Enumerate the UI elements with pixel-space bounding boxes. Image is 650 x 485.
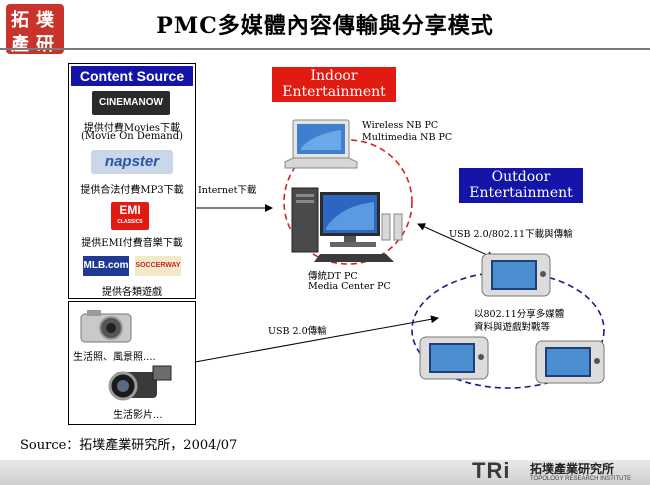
item-label: 生活影片... bbox=[113, 410, 163, 421]
emi-text: EMI bbox=[119, 203, 141, 217]
outdoor-line1: Outdoor bbox=[491, 169, 551, 185]
logo-char: 墣 bbox=[36, 10, 54, 31]
indoor-line1: Indoor bbox=[310, 68, 358, 84]
outdoor-line2: Entertainment bbox=[469, 185, 573, 201]
emi-sub: CLASSICS bbox=[117, 219, 143, 225]
desktop-pc-icon bbox=[291, 187, 403, 262]
item-label: 提供付費Movies下載 bbox=[83, 123, 181, 134]
title-divider bbox=[0, 48, 650, 50]
indoor-header: Indoor Entertainment bbox=[272, 67, 396, 102]
emi-logo: EMI CLASSICS bbox=[111, 202, 149, 230]
logo-char: 拓 bbox=[11, 10, 29, 31]
portable-player-icon bbox=[535, 340, 605, 384]
item-label: 提供各類遊戲 bbox=[102, 287, 162, 298]
dt-label-2: Media Center PC bbox=[308, 281, 391, 292]
content-source-panel: Content Source CINEMANOW 提供付費Movies下載 (M… bbox=[68, 63, 196, 299]
indoor-circle bbox=[283, 139, 413, 265]
item-label: 提供合法付費MP3下載 bbox=[80, 185, 184, 196]
logo: 拓 墣 產 研 bbox=[6, 4, 64, 55]
page-title: PMC多媒體內容傳輸與分享模式 bbox=[156, 13, 494, 39]
nb-label-2: Multimedia NB PC bbox=[362, 132, 453, 143]
laptop-icon bbox=[284, 119, 358, 169]
dt-label-1: 傳統DT PC bbox=[308, 271, 358, 282]
footer-bar bbox=[0, 460, 650, 485]
mlb-logo: MLB.com bbox=[83, 256, 129, 276]
footer-logo-en: TOPOLOGY RESEARCH INSTITUTE bbox=[530, 476, 632, 482]
usb-label: USB 2.0傳輸 bbox=[268, 326, 327, 337]
outdoor-header: Outdoor Entertainment bbox=[459, 168, 583, 203]
portable-player-icon bbox=[481, 253, 551, 297]
content-source-header: Content Source bbox=[71, 66, 193, 86]
cinemanow-logo: CINEMANOW bbox=[92, 91, 170, 115]
share-label-1: 以802.11分享多媒體 bbox=[474, 309, 565, 320]
item-label: 生活照、風景照.... bbox=[73, 352, 156, 363]
internet-label: Internet下載 bbox=[198, 185, 257, 196]
digital-camera-icon bbox=[80, 310, 132, 343]
portable-player-icon bbox=[419, 336, 489, 380]
indoor-line2: Entertainment bbox=[282, 84, 386, 100]
footer-logo-mark: TRi bbox=[472, 458, 511, 483]
item-label: (Movie On Demand) bbox=[80, 131, 184, 142]
share-label-2: 資料與遊戲對戰等 bbox=[474, 322, 551, 333]
footer-logo-cn: 拓墣產業研究所 bbox=[530, 462, 615, 476]
soccerway-logo: SOCCERWAY bbox=[135, 256, 181, 276]
source-caption: Source：拓墣產業研究所，2004/07 bbox=[20, 438, 238, 453]
item-label: 提供EMI付費音樂下載 bbox=[81, 238, 183, 249]
usb-wifi-arrow bbox=[417, 223, 495, 259]
camcorder-icon bbox=[108, 365, 172, 401]
nb-label-1: Wireless NB PC bbox=[362, 120, 439, 131]
usb-wifi-label: USB 2.0/802.11下載與傳輸 bbox=[449, 229, 573, 240]
outdoor-circle bbox=[411, 271, 605, 389]
personal-content-panel: 生活照、風景照.... 生活影片... bbox=[68, 301, 196, 425]
napster-logo: napster bbox=[91, 150, 173, 174]
usb-arrow bbox=[194, 315, 439, 363]
